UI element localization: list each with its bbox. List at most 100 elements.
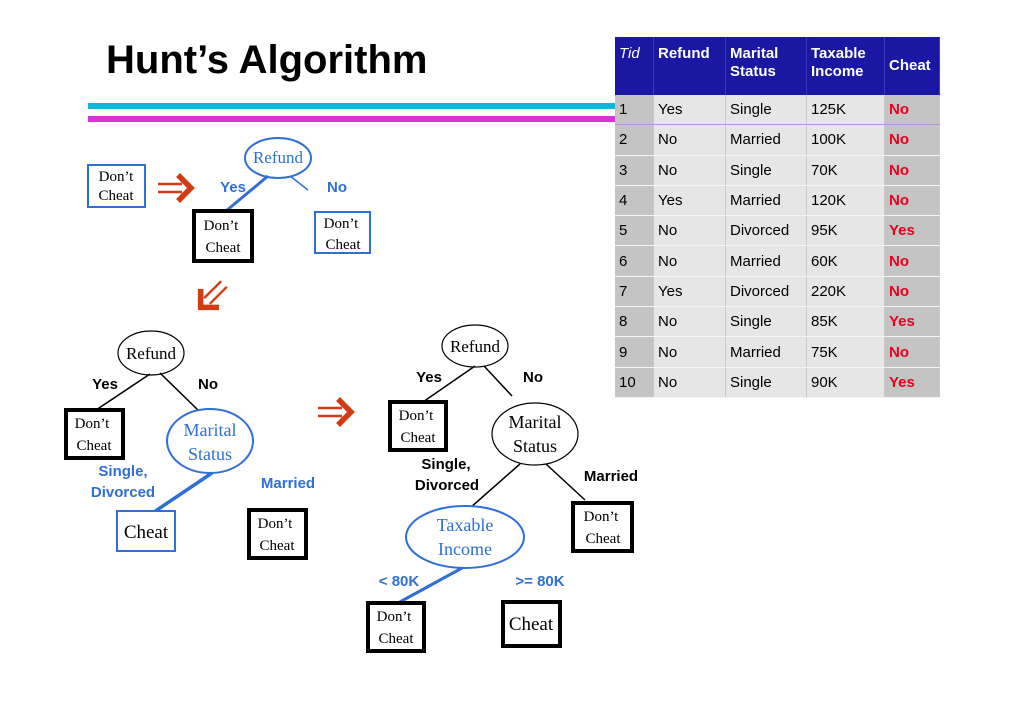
cell-marital: Single <box>725 367 807 398</box>
cell-marital: Divorced <box>725 215 807 247</box>
tree2-no-label: No <box>198 376 218 393</box>
tree3-refund-node <box>441 324 509 368</box>
tree2-yes-leaf-line2: Cheat <box>77 438 113 454</box>
tree2-yes-leaf-line1: Don’t <box>75 416 111 432</box>
cell-cheat: No <box>884 155 940 186</box>
tree1-no-leaf-line1: Don’t <box>324 216 360 232</box>
tree3-ge-leaf-label: Cheat <box>509 614 554 635</box>
tree3-no-edge <box>483 365 513 397</box>
tree3-ge-label: >= 80K <box>515 573 564 590</box>
tree2-single-leaf <box>116 510 176 552</box>
col-header-cheat: Cheat <box>884 37 940 95</box>
tree1-initial-leaf-line2: Cheat <box>99 188 135 204</box>
tree1-yes-edge <box>225 174 269 213</box>
cell-tid: 2 <box>615 124 654 156</box>
tree3-lt-edge <box>397 566 463 605</box>
tree2-yes-edge <box>95 373 151 411</box>
tree1-yes-leaf <box>192 209 254 263</box>
cell-refund: No <box>653 367 726 398</box>
cell-income: 85K <box>806 306 885 338</box>
cell-cheat: No <box>884 245 940 277</box>
tree3-married-leaf <box>571 501 634 553</box>
tree2-single-label-line2: Divorced <box>91 484 155 501</box>
tree3-yes-edge <box>419 365 476 405</box>
tree2-single-label-line1: Single, <box>98 463 147 480</box>
cell-refund: No <box>653 245 726 277</box>
tree2-marital-line2: Status <box>188 444 232 464</box>
cell-marital: Married <box>725 185 807 217</box>
cell-income: 100K <box>806 124 885 156</box>
tree3-yes-leaf-line2: Cheat <box>401 430 437 446</box>
tree3-married-leaf-line1: Don’t <box>584 509 620 525</box>
tree1-yes-label: Yes <box>220 179 246 196</box>
tree3-ge-leaf <box>501 600 562 648</box>
cell-refund: No <box>653 336 726 368</box>
cell-cheat: No <box>884 336 940 368</box>
cell-marital: Divorced <box>725 276 807 308</box>
tree2: Refund Yes No Don’t Cheat Marital Status… <box>64 330 315 560</box>
cell-cheat: No <box>884 124 940 156</box>
cell-tid: 9 <box>615 336 654 368</box>
cell-income: 75K <box>806 336 885 368</box>
tree3-income-line2: Income <box>438 539 492 559</box>
tree3-no-label: No <box>523 369 543 386</box>
cell-cheat: No <box>884 185 940 217</box>
tree3-marital-node <box>491 402 579 466</box>
cell-tid: 1 <box>615 95 654 126</box>
tree1: Don’t Cheat Refund Yes No Don’t Cheat Do… <box>87 137 371 263</box>
cell-cheat: Yes <box>884 367 940 398</box>
title-rule-magenta <box>88 116 616 122</box>
tree1-refund-node <box>244 137 312 179</box>
col-header-refund: Refund <box>653 37 726 95</box>
cell-tid: 7 <box>615 276 654 308</box>
tree3-income-line1: Taxable <box>437 515 494 535</box>
tree3-income-node <box>405 505 525 569</box>
tree3-marital-line1: Marital <box>509 412 562 432</box>
page-title: Hunt’s Algorithm <box>106 38 428 82</box>
tree1-no-leaf-line2: Cheat <box>326 237 362 253</box>
cell-marital: Married <box>725 336 807 368</box>
tree3-single-label-line1: Single, <box>421 456 470 473</box>
cell-refund: Yes <box>653 185 726 217</box>
cell-refund: No <box>653 306 726 338</box>
tree3-yes-leaf <box>388 400 448 452</box>
tree3-married-label: Married <box>584 468 638 485</box>
tree2-single-edge <box>147 471 213 518</box>
arrow-icon <box>158 175 191 201</box>
cell-tid: 4 <box>615 185 654 217</box>
tree2-single-leaf-label: Cheat <box>124 522 169 543</box>
cell-marital: Married <box>725 245 807 277</box>
tree2-refund-node <box>117 330 185 376</box>
cell-tid: 5 <box>615 215 654 247</box>
tree1-yes-leaf-line2: Cheat <box>206 240 242 256</box>
cell-income: 70K <box>806 155 885 186</box>
tree2-refund-label: Refund <box>126 344 177 363</box>
tree3-marital-line2: Status <box>513 436 557 456</box>
cell-marital: Single <box>725 306 807 338</box>
tree1-no-label: No <box>327 179 347 196</box>
tree3-married-edge <box>545 463 586 501</box>
tree1-no-edge <box>289 175 309 191</box>
cell-income: 120K <box>806 185 885 217</box>
tree3-yes-label: Yes <box>416 369 442 386</box>
cell-income: 95K <box>806 215 885 247</box>
cell-cheat: Yes <box>884 306 940 338</box>
cell-refund: No <box>653 215 726 247</box>
tree2-yes-leaf <box>64 408 125 460</box>
cell-refund: No <box>653 124 726 156</box>
cell-marital: Single <box>725 155 807 186</box>
tree3-lt-leaf-line2: Cheat <box>379 631 415 647</box>
tree2-married-label: Married <box>261 475 315 492</box>
tree2-married-leaf-line1: Don’t <box>258 516 294 532</box>
tree3-single-label-line2: Divorced <box>415 477 479 494</box>
cell-cheat: No <box>884 276 940 308</box>
cell-tid: 3 <box>615 155 654 186</box>
